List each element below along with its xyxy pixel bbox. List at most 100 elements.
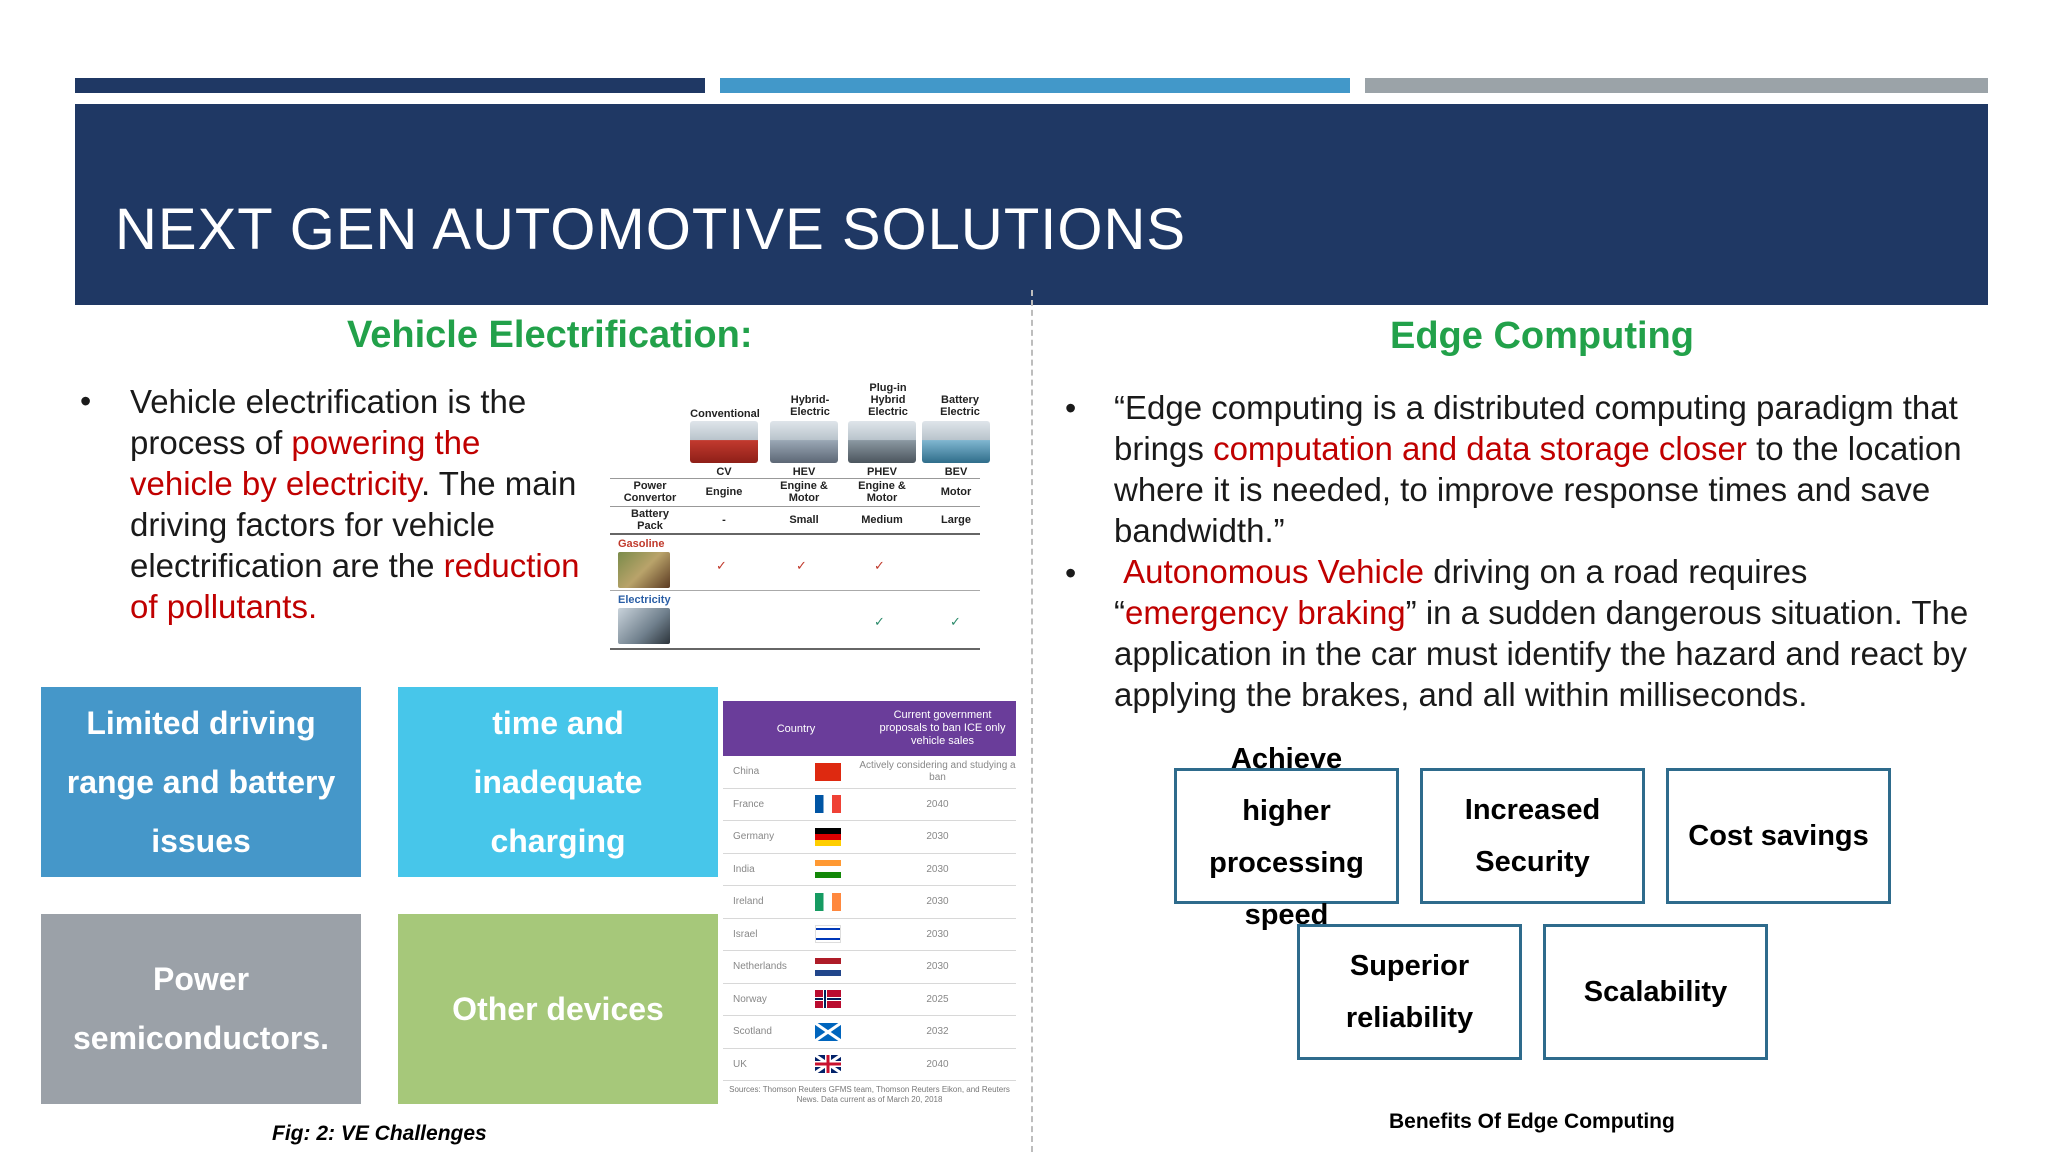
tile-other-devices: Other devices (398, 914, 718, 1104)
benefit-box-security: Increased Security (1420, 768, 1645, 904)
benefit-box-scalability: Scalability (1543, 924, 1768, 1060)
bullet-marker: • (1065, 555, 1077, 591)
flag-uk-icon (815, 1055, 841, 1074)
ve-bullet-text: Vehicle electrification is the process o… (130, 381, 580, 627)
veh-rule-bottom-header (610, 533, 980, 535)
ban-year: Actively considering and studying a ban (859, 759, 1016, 783)
veh-col-phev: Plug-in Hybrid Electric (868, 382, 908, 418)
benefit-label: Cost savings (1688, 820, 1869, 852)
table-row: France 2040 (723, 789, 1016, 821)
veh-col-bev: Battery Electric (940, 394, 980, 418)
edge-figure-caption: Benefits Of Edge Computing (1389, 1110, 1675, 1133)
ban-year: 2032 (926, 1026, 949, 1038)
ban-header-country: Country (776, 722, 816, 735)
veh-code-hev: HEV (792, 466, 816, 478)
veh-rule-bottom (610, 648, 980, 650)
ban-country: Scotland (733, 1026, 772, 1038)
elec-tick-bev: ✓ (950, 614, 961, 629)
ban-year: 2030 (926, 896, 949, 908)
ban-country: Israel (733, 928, 758, 940)
veh-battery-phev: Medium (861, 514, 903, 526)
veh-code-cv: CV (716, 466, 732, 478)
flag-ireland-icon (815, 892, 841, 911)
benefit-box-reliability: Superior reliability (1297, 924, 1522, 1060)
table-row: Netherlands 2030 (723, 951, 1016, 984)
flag-india-icon (815, 860, 841, 879)
ve-highlight-2: reduction of pollutants. (130, 547, 580, 625)
car-image-conventional (690, 421, 758, 463)
ban-year: 2030 (926, 831, 949, 843)
ban-country: Germany (733, 831, 775, 843)
accent-bar-gray (1365, 78, 1988, 93)
saltire-icon (815, 1022, 841, 1041)
flag-norway-icon (815, 990, 841, 1009)
veh-code-phev: PHEV (867, 466, 897, 478)
table-row: China Actively considering and studying … (723, 756, 1016, 789)
ban-year: 2025 (926, 993, 949, 1005)
veh-convertor-bev: Motor (940, 486, 972, 498)
veh-row-label-electricity: Electricity (618, 594, 671, 606)
edge-computing-title: Edge Computing (1390, 315, 1694, 357)
benefit-label: Achieve higher processing speed (1209, 743, 1364, 931)
table-row: Israel 2030 (723, 919, 1016, 951)
veh-code-bev: BEV (944, 466, 968, 478)
ban-country: Netherlands (733, 961, 787, 973)
title-banner: NEXT GEN AUTOMOTIVE SOLUTIONS (75, 104, 1988, 305)
edge2-highlight-1: Autonomous Vehicle (1123, 553, 1425, 590)
ban-country: France (733, 798, 765, 810)
veh-rule-gas (610, 590, 980, 591)
table-row: India 2030 (723, 854, 1016, 886)
edge2-text-2: ” in a sudden dangerous situation. The a… (1114, 594, 1969, 713)
ban-country: Ireland (733, 896, 764, 908)
ban-year: 2040 (926, 798, 949, 810)
ban-year: 2030 (926, 928, 949, 940)
veh-row-label-convertor: Power Convertor (623, 480, 677, 504)
veh-convertor-phev: Engine & Motor (858, 480, 906, 504)
veh-rule-mid (610, 506, 980, 507)
table-row: UK 2040 (723, 1049, 1016, 1081)
veh-row-label-battery: Battery Pack (631, 508, 669, 532)
edge2-text-1: driving on a road requires “ (1114, 553, 1808, 631)
flag-netherlands-icon (815, 957, 841, 976)
gasoline-pump-image (618, 552, 670, 588)
gas-tick-hev: ✓ (796, 558, 807, 573)
page-title: NEXT GEN AUTOMOTIVE SOLUTIONS (115, 197, 1187, 262)
edge1-text-1: “Edge computing is a distributed computi… (1114, 389, 1958, 467)
vehicle-electrification-title: Vehicle Electrification: (347, 314, 753, 356)
edge1-text-2: to the location where it is needed, to i… (1114, 430, 1962, 549)
gas-tick-cv: ✓ (716, 558, 727, 573)
edge-bullet-1: “Edge computing is a distributed computi… (1114, 387, 1984, 551)
ban-year: 2030 (926, 863, 949, 875)
car-image-hev (770, 421, 838, 463)
veh-col-hev: Hybrid- Electric (790, 394, 830, 418)
table-row: Norway 2025 (723, 984, 1016, 1016)
ban-table-source: Sources: Thomson Reuters GFMS team, Thom… (729, 1085, 1010, 1104)
veh-battery-hev: Small (789, 514, 819, 526)
tile-charging: time and inadequate charging (398, 687, 718, 877)
ve-text-2: . The main driving factors for vehicle e… (130, 465, 577, 584)
veh-rule-top (610, 478, 980, 479)
gas-tick-phev: ✓ (874, 558, 885, 573)
veh-row-label-gasoline: Gasoline (618, 538, 665, 550)
table-row: Germany 2030 (723, 821, 1016, 854)
car-image-phev (848, 421, 916, 463)
benefit-box-cost-savings: Cost savings (1666, 768, 1891, 904)
flag-scotland-icon (815, 1022, 841, 1041)
flag-china-icon (815, 762, 841, 781)
flag-germany-icon (815, 827, 841, 846)
edge2-highlight-2: emergency braking (1125, 594, 1406, 631)
veh-battery-cv: - (722, 514, 726, 526)
ice-ban-table: Country Current government proposals to … (723, 701, 1016, 1105)
accent-bar-blue (720, 78, 1350, 93)
ban-country: India (733, 863, 755, 875)
accent-bar-navy (75, 78, 705, 93)
benefit-label: Superior reliability (1345, 950, 1474, 1034)
table-row: Ireland 2030 (723, 886, 1016, 919)
edge-bullet-2: Autonomous Vehicle driving on a road req… (1114, 551, 1984, 715)
veh-col-conventional: Conventional (690, 408, 760, 420)
ban-year: 2030 (926, 961, 949, 973)
column-divider (1031, 290, 1033, 1152)
bullet-marker: • (1065, 390, 1077, 426)
ban-country: UK (733, 1058, 747, 1070)
ve-highlight-1: powering the vehicle by electricity (130, 424, 481, 502)
